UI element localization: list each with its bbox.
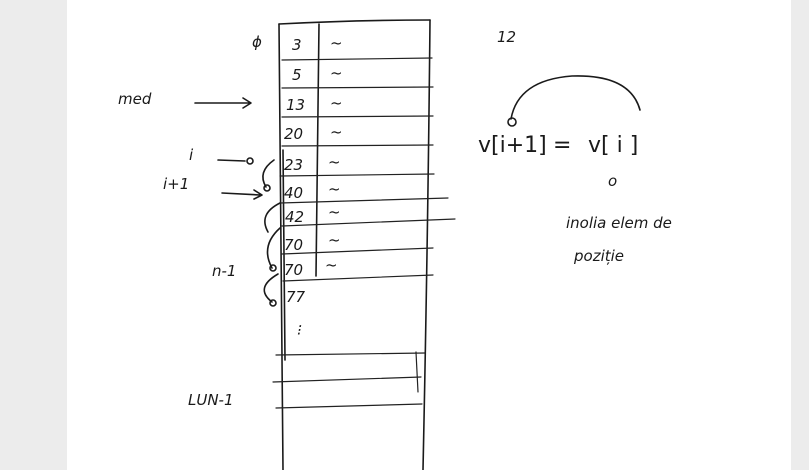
array-right-border: [422, 19, 431, 470]
array-left-border: [278, 23, 284, 470]
swap-curve: [263, 273, 279, 303]
i-arrow-head: [246, 157, 254, 165]
row-line: [281, 144, 434, 147]
assignment-arc-dot: [507, 117, 517, 127]
first-index-label: ϕ: [252, 33, 262, 51]
array-top-border: [278, 19, 431, 25]
row-line: [281, 218, 456, 227]
cell-mark: ~: [330, 64, 343, 82]
caption-line-2: poziție: [573, 247, 624, 265]
cell-mark: ~: [325, 256, 338, 274]
array-value-8: 70: [284, 261, 303, 279]
mid-label: med: [118, 90, 152, 108]
cell-mark: ~: [330, 94, 343, 112]
cell-mark: ~: [328, 203, 341, 221]
array-column-divider: [315, 23, 320, 277]
row-line: [281, 115, 434, 118]
assignment-circle: o: [608, 172, 617, 190]
swap-dot: [269, 264, 277, 272]
corner-note: 12: [497, 28, 516, 46]
cell-mark: ~: [328, 180, 341, 198]
array-value-4: 23: [284, 156, 303, 174]
assignment-right: v[ i ]: [588, 133, 638, 158]
row-line: [275, 403, 423, 409]
assignment-arc: [510, 75, 641, 120]
row-line: [282, 274, 434, 282]
array-value-7: 70: [284, 236, 303, 254]
assignment-left: v[i+1]: [478, 133, 547, 158]
array-inner-left-line: [282, 149, 286, 361]
array-value-9: 77: [286, 288, 306, 306]
i-arrow: [217, 159, 246, 162]
cell-mark: ~: [330, 123, 343, 141]
array-value-2: 13: [286, 96, 305, 114]
swap-dot: [263, 184, 271, 192]
cell-mark: ~: [330, 34, 343, 52]
assignment-equals: =: [553, 133, 571, 158]
swap-dot: [269, 299, 277, 307]
array-value-1: 5: [292, 66, 302, 84]
row-line: [281, 247, 434, 255]
i-label: i: [189, 146, 194, 164]
swap-curve: [266, 227, 281, 269]
n-minus-1-label: n-1: [212, 262, 236, 280]
row-line: [281, 86, 434, 89]
array-value-6: 42: [285, 208, 304, 226]
row-line: [279, 197, 449, 204]
i-plus-1-arrow: [221, 189, 263, 200]
array-value-3: 20: [284, 125, 303, 143]
mid-arrow: [194, 97, 252, 109]
last-index-label: LUN-1: [188, 391, 234, 409]
cell-mark: ~: [328, 153, 341, 171]
row-line: [279, 173, 435, 177]
row-line: [281, 57, 433, 61]
array-value-5: 40: [284, 184, 303, 202]
array-right-tick: [415, 351, 419, 393]
array-ellipsis: ⁝: [297, 321, 302, 339]
swap-curve: [264, 202, 281, 233]
array-value-0: 3: [292, 36, 302, 54]
row-line: [275, 352, 426, 356]
swap-curve: [262, 159, 275, 188]
cell-mark: ~: [328, 231, 341, 249]
caption-line-1: inolia elem de: [566, 214, 672, 232]
i-plus-1-label: i+1: [163, 175, 189, 193]
row-line: [272, 376, 422, 383]
